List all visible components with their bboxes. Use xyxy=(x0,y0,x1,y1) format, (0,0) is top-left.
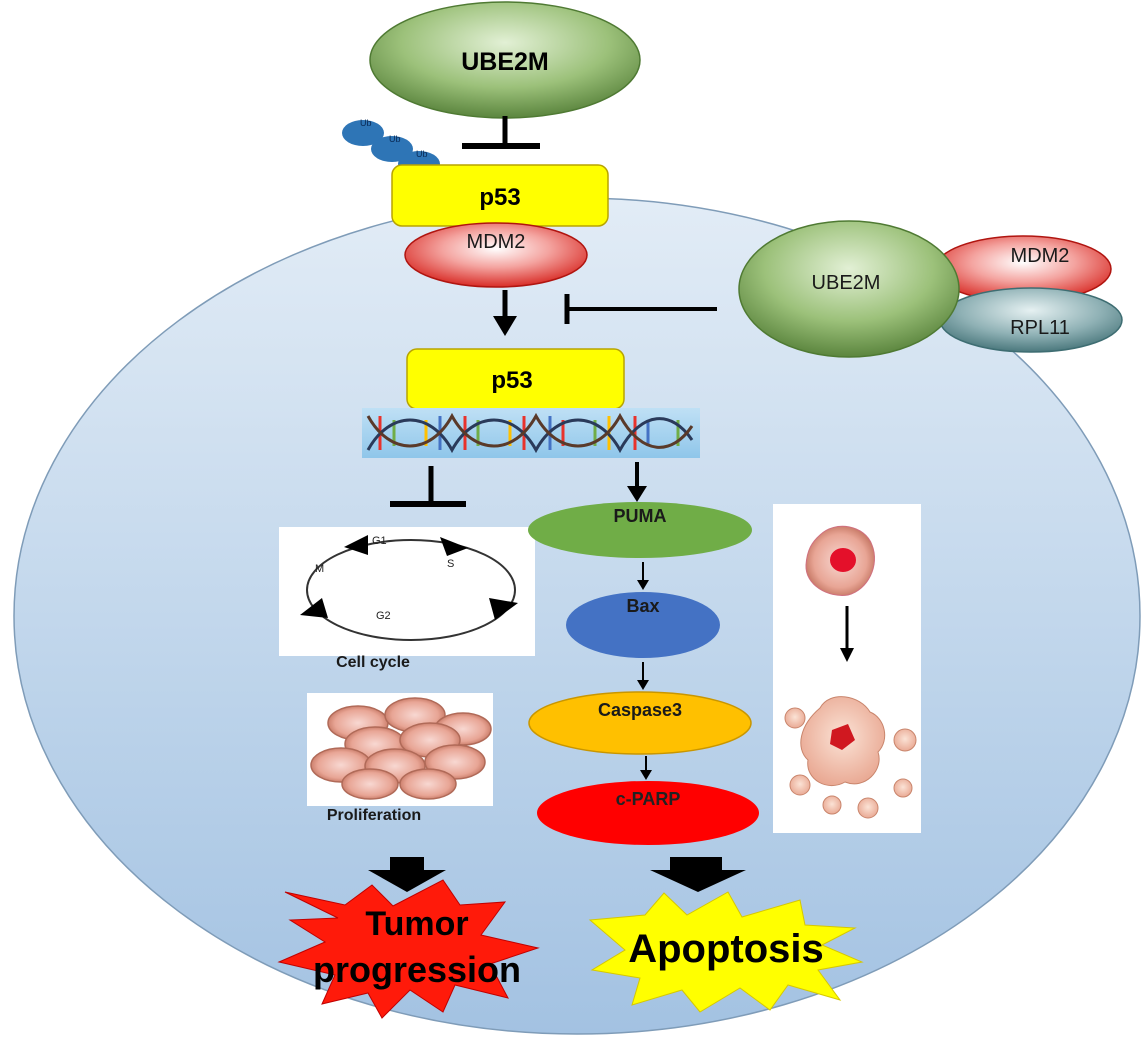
apoptosis-label: Apoptosis xyxy=(628,927,824,971)
puma-shape xyxy=(528,502,752,558)
mdm2-shape xyxy=(404,222,588,288)
p53-inhibits-cell-cycle xyxy=(390,466,466,507)
ube2m-inhibits-p53 xyxy=(462,116,540,149)
complex-mdm2-label: MDM2 xyxy=(1011,245,1070,267)
phase-g2-label: G2 xyxy=(376,610,391,622)
ube2m-mdm2-rpl11-complex: MDM2 RPL11 UBE2M xyxy=(738,220,1123,358)
caspase3-label: Caspase3 xyxy=(598,700,682,720)
complex-ube2m-label: UBE2M xyxy=(812,272,881,294)
arrow-caspase3-to-cparp xyxy=(640,756,652,780)
arrow-mdm2-to-p53 xyxy=(493,290,517,336)
ubiquitin-2 xyxy=(371,136,413,162)
cell-cycle-caption: Cell cycle xyxy=(336,654,410,671)
complex-rpl11-label: RPL11 xyxy=(1010,317,1070,339)
cparp-shape xyxy=(537,781,759,845)
dna-background xyxy=(362,408,700,458)
cell-cycle-ring xyxy=(306,539,516,641)
ubiquitin-1-label: Ub xyxy=(360,118,372,128)
proliferating-cells xyxy=(310,697,492,800)
arrow-to-tumor-progression xyxy=(368,857,446,892)
arrow-p53-to-puma xyxy=(627,462,647,502)
complex-inhibits-mdm2 xyxy=(564,294,717,324)
apoptosis-burst-shape xyxy=(588,891,864,1013)
cparp-label: c-PARP xyxy=(616,789,681,809)
bax-shape xyxy=(566,592,720,658)
tumor-burst-shape xyxy=(277,879,540,1019)
apoptotic-cell-panel xyxy=(773,504,921,833)
p53-top-label: p53 xyxy=(479,184,520,211)
cparp-node: c-PARP xyxy=(537,781,759,845)
bax-label: Bax xyxy=(626,596,659,616)
dna-strand-1 xyxy=(366,417,694,454)
dna-strand-2 xyxy=(366,412,694,449)
apoptotic-body-3 xyxy=(789,774,811,796)
p53-mid-node: p53 xyxy=(406,348,625,410)
proliferation-caption: Proliferation xyxy=(327,807,421,824)
mdm2-label: MDM2 xyxy=(467,231,526,253)
apoptosis-outcome: Apoptosis xyxy=(588,891,864,1013)
tumor-label-line2: progression xyxy=(313,949,521,990)
ubiquitin-2-label: Ub xyxy=(389,134,401,144)
phase-m-label: M xyxy=(315,563,324,575)
complex-ube2m-shape xyxy=(738,220,960,358)
cell-cycle-arrowhead-s xyxy=(440,537,468,556)
p53-top-node: p53 xyxy=(391,164,609,227)
ube2m-top-node: UBE2M xyxy=(369,1,641,119)
phase-s-label: S xyxy=(447,558,454,570)
cell-cycle-box xyxy=(279,527,535,656)
ube2m-top-label: UBE2M xyxy=(461,48,549,76)
puma-label: PUMA xyxy=(614,506,667,526)
cell-cycle-arrowhead-g2 xyxy=(489,598,518,620)
bax-node: Bax xyxy=(566,592,720,658)
apoptotic-body-1 xyxy=(784,707,806,729)
cell-cycle-panel: G1 S M G2 Cell cycle xyxy=(279,527,535,671)
mdm2-node: MDM2 xyxy=(404,222,588,288)
apoptotic-fragmented-nucleus xyxy=(830,724,855,750)
healthy-cell-nucleus xyxy=(830,548,856,572)
tumor-label-line1: Tumor xyxy=(365,905,468,943)
proliferation-panel: Proliferation xyxy=(307,693,493,824)
cell-cycle-arrowhead-g1 xyxy=(344,535,368,555)
cell-cycle-arrowhead-m xyxy=(300,598,328,618)
apoptosis-transition-arrowhead xyxy=(840,648,854,662)
apoptotic-body-6 xyxy=(893,778,913,798)
p53-mid-label: p53 xyxy=(491,367,532,394)
dna-helix xyxy=(362,408,700,458)
ubiquitin-1 xyxy=(342,120,384,146)
tumor-progression-outcome: Tumor progression xyxy=(277,879,540,1019)
puma-node: PUMA xyxy=(528,502,752,558)
ubiquitin-3-label: Ub xyxy=(416,149,428,159)
arrow-puma-to-bax xyxy=(637,562,649,590)
phase-g1-label: G1 xyxy=(372,535,387,547)
apoptotic-body-4 xyxy=(822,795,842,815)
apoptotic-body-5 xyxy=(857,797,879,819)
caspase3-shape xyxy=(528,691,752,755)
caspase3-node: Caspase3 xyxy=(528,691,752,755)
apoptotic-body-2 xyxy=(893,728,917,752)
arrow-to-apoptosis xyxy=(650,857,746,892)
arrow-bax-to-caspase3 xyxy=(637,662,649,690)
